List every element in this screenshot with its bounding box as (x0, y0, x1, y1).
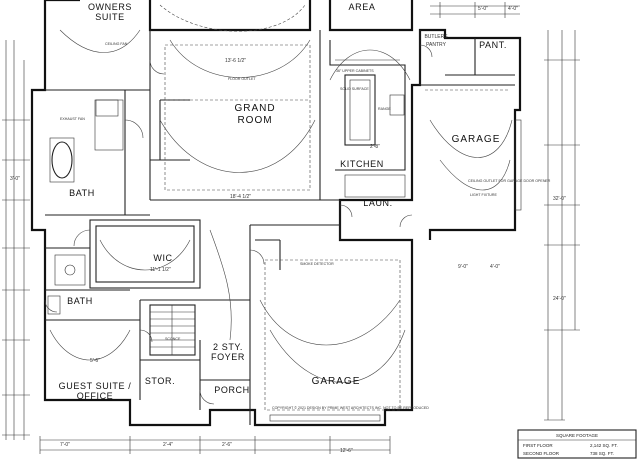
dimension-text: 4'-0" (508, 6, 518, 12)
dimension-text: 7'-0" (60, 442, 70, 448)
owners-suite-label-2: SUITE (95, 12, 125, 22)
dimension-text: 2'-6" (222, 442, 232, 448)
area-label: AREA (349, 2, 376, 12)
annotation-notes: CEILING FAN SOLID SURFACE 36" UPPER CABI… (60, 42, 551, 410)
dimension-text: 5'-0" (478, 6, 488, 12)
note-text: LIGHT FIXTURE (470, 193, 497, 197)
square-footage-row-label: FIRST FLOOR (523, 443, 553, 448)
square-footage-table: SQUARE FOOTAGE FIRST FLOOR 2,142 SQ. FT.… (517, 429, 637, 459)
note-text: FLOOR OUTLET (228, 77, 256, 81)
dimension-text: 9'-0" (458, 264, 468, 270)
ceiling-dashed-lines (159, 4, 510, 411)
butlers-pantry-label-1: BUTLERS (424, 34, 448, 40)
note-text: SCONCE (165, 337, 181, 341)
dimension-texts: 5'-0" 4'-0" 13'-6 1/2" 18'-4 1/2" 2'-8" … (10, 6, 566, 454)
bottom-dimension-strings (39, 436, 391, 454)
grand-room-label-1: GRAND (234, 103, 275, 114)
door-swings (44, 44, 433, 405)
electrical-arcs (49, 29, 513, 383)
dimension-text: 13'-6 1/2" (225, 58, 246, 64)
note-text: RANGE (378, 107, 391, 111)
garage-door-marks (269, 119, 522, 422)
butlers-pantry-label-2: PANTRY (426, 42, 446, 48)
porch-label: PORCH (214, 385, 250, 395)
dimension-text: 11'-1 1/2" (150, 267, 171, 273)
kitchen-fixtures (329, 40, 406, 198)
pantry-label: PANT. (479, 40, 507, 50)
note-text: 36" UPPER CABINETS (336, 69, 374, 73)
square-footage-title: SQUARE FOOTAGE (556, 433, 598, 438)
square-footage-row-label: SECOND FLOOR (523, 451, 560, 456)
note-text: CEILING FAN (105, 42, 128, 46)
guest-suite-label-1: GUEST SUITE / (59, 381, 132, 391)
kitchen-label: KITCHEN (340, 159, 384, 169)
storage-label: STOR. (145, 376, 175, 386)
room-labels: OWNERS SUITE AREA GRAND ROOM BUTLERS PAN… (59, 2, 507, 401)
stair (149, 304, 196, 356)
garage-main-label: GARAGE (312, 376, 361, 387)
dimension-text: 3'-0" (10, 176, 20, 182)
top-dimension-strings (430, 2, 520, 18)
dimension-text: 18'-4 1/2" (230, 194, 251, 200)
dimension-text: 2'-8" (370, 144, 380, 150)
bath-upper-label: BATH (69, 188, 95, 198)
guest-suite-label-2: OFFICE (77, 391, 114, 401)
exterior-walls (30, 0, 522, 427)
dimension-text: 12'-6" (340, 448, 353, 454)
foyer-label-1: 2 STY. (213, 342, 243, 352)
foyer-label-2: FOYER (211, 352, 245, 362)
garage-right-label: GARAGE (452, 134, 501, 145)
dimension-text: 32'-0" (553, 196, 566, 202)
note-text: SOLID SURFACE (340, 87, 369, 91)
bath-lower-label: BATH (67, 296, 93, 306)
dimension-text: 24'-0" (553, 296, 566, 302)
left-dimension-strings (2, 40, 30, 440)
right-dimension-strings (544, 30, 580, 421)
dimension-text: 2'-4" (163, 442, 173, 448)
note-text: EXHAUST FAN (60, 117, 85, 121)
owners-suite-label-1: OWNERS (88, 2, 132, 12)
dimension-text: 5'-6" (90, 358, 100, 364)
grand-room-label-2: ROOM (237, 115, 272, 126)
square-footage-row-value: 2,142 SQ. FT. (590, 443, 618, 448)
square-footage-row-value: 738 SQ. FT. (590, 451, 614, 456)
copyright-text: COPYRIGHT © 2021 DESIGN BY PRIME WEST AR… (272, 406, 429, 410)
note-text: CEILING OUTLET FOR GARAGE DOOR OPENER (468, 179, 551, 183)
laundry-label: LAUN. (363, 198, 393, 208)
wic-label: WIC (153, 253, 172, 263)
note-text: SMOKE DETECTOR (300, 262, 334, 266)
dimension-text: 4'-0" (490, 264, 500, 270)
interior-walls (45, 30, 515, 425)
bath-fixtures (47, 99, 124, 315)
